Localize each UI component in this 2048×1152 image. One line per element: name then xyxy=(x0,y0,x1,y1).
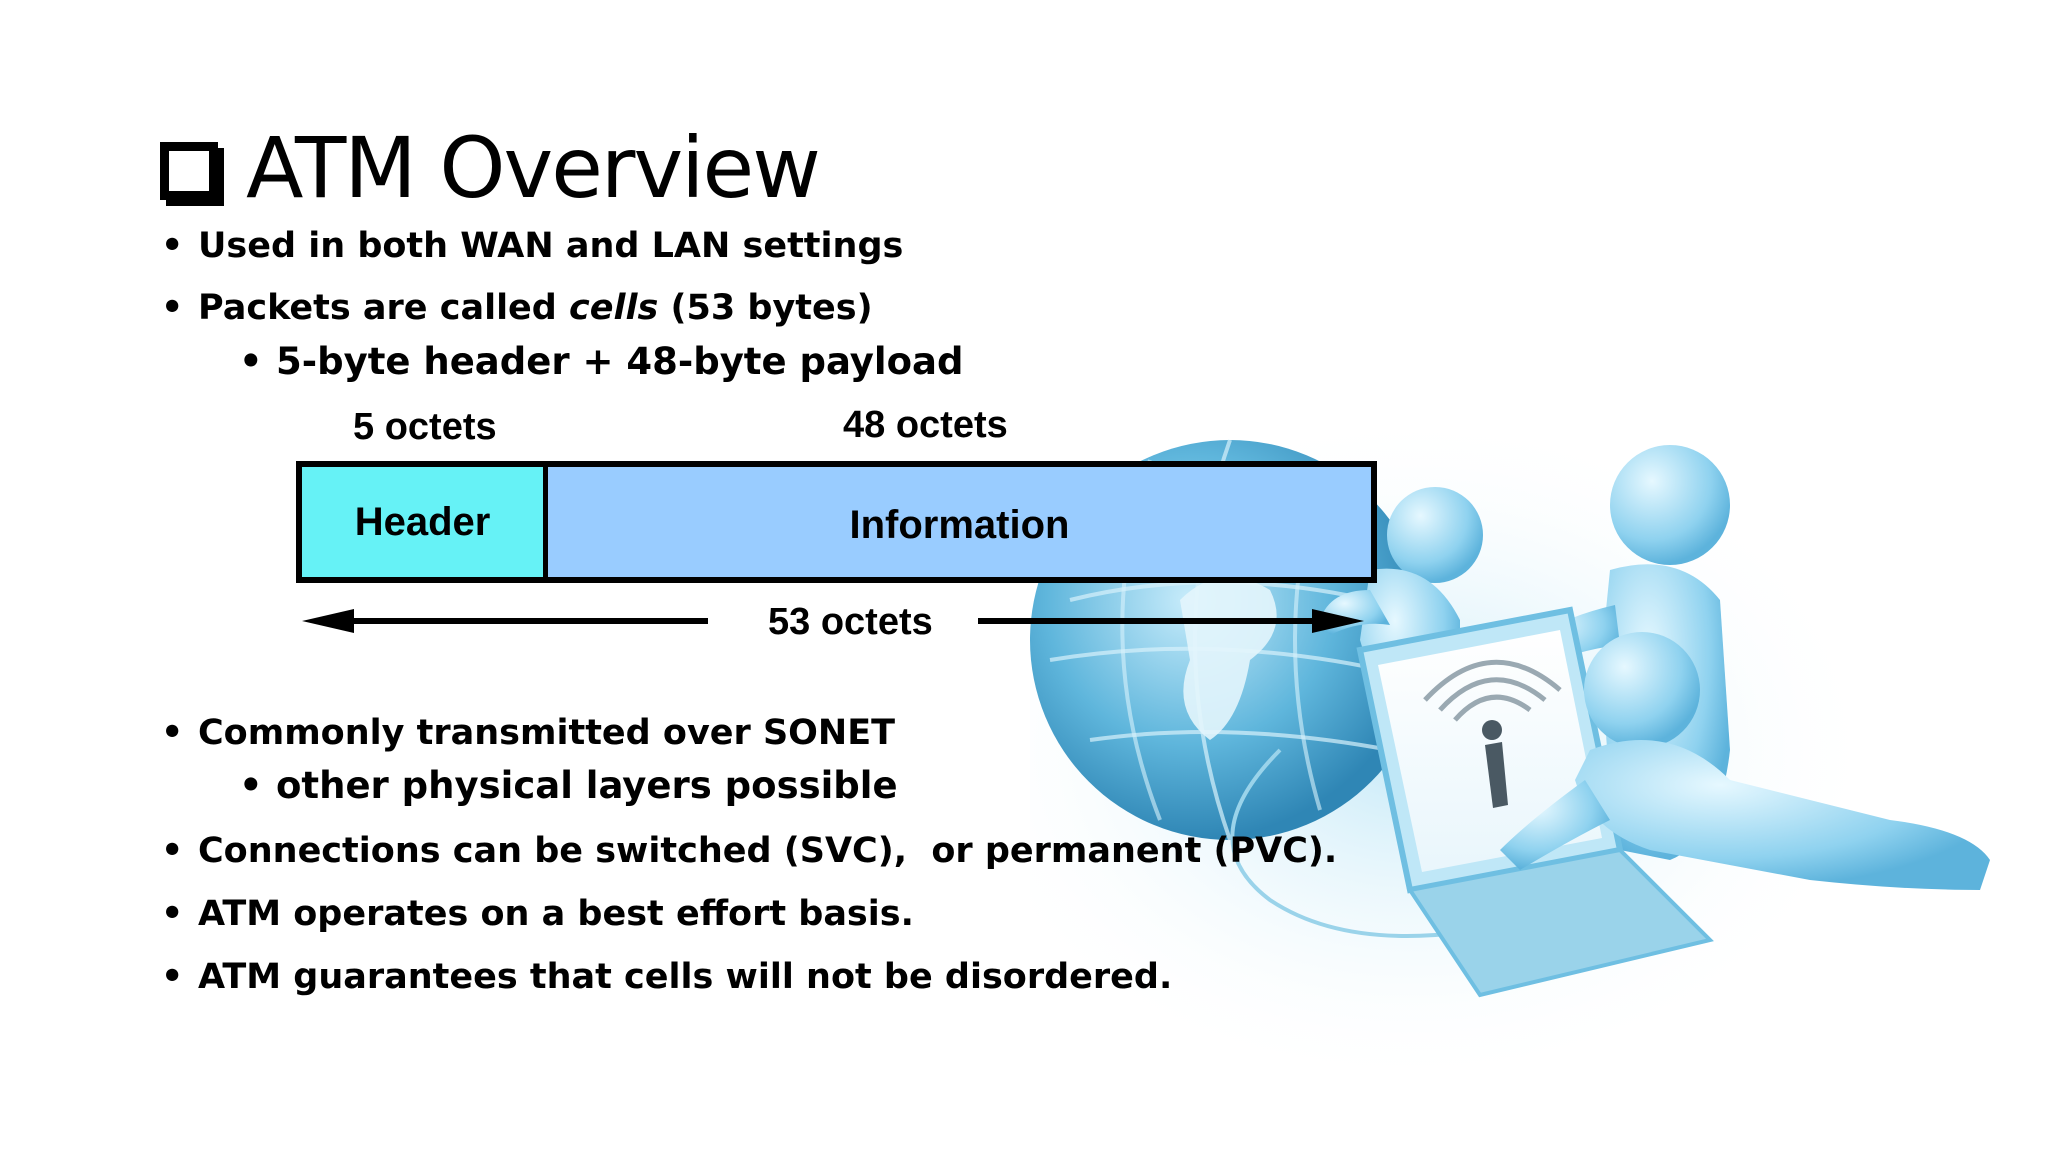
bullet-dot-icon: • xyxy=(161,957,184,997)
bullet-dot-icon: • xyxy=(161,831,184,871)
bullet-dot-icon: • xyxy=(161,288,184,328)
broadcast-signal-icon xyxy=(1423,659,1562,722)
left-arrow-icon xyxy=(302,609,708,633)
bullet-connections: • Connections can be switched (SVC), or … xyxy=(161,830,1338,872)
bullet-text-prefix: Packets are called xyxy=(198,288,570,328)
bullet-text: Connections can be switched (SVC), or pe… xyxy=(198,831,1338,871)
bullet-dot-icon: • xyxy=(239,340,263,383)
atm-cell-diagram: Header Information xyxy=(296,461,1377,583)
cell-header-label: Header xyxy=(354,499,491,544)
bullet-text-cells: cells xyxy=(569,288,659,328)
person-figure-lying xyxy=(1500,632,1990,890)
bullet-wan-lan: • Used in both WAN and LAN settings xyxy=(161,225,904,267)
total-size-label: 53 octets xyxy=(768,601,933,643)
bullet-best-effort: • ATM operates on a best effort basis. xyxy=(161,893,914,935)
bullet-text-suffix: (53 bytes) xyxy=(658,288,873,328)
bullet-text: other physical layers possible xyxy=(276,764,898,807)
bullet-text: Commonly transmitted over SONET xyxy=(198,713,895,753)
bullet-sonet: • Commonly transmitted over SONET xyxy=(161,712,895,754)
bullet-cells: • Packets are called cells (53 bytes) xyxy=(161,287,873,329)
bullet-dot-icon: • xyxy=(161,894,184,934)
bullet-text: ATM guarantees that cells will not be di… xyxy=(198,957,1173,997)
total-size-arrows xyxy=(302,609,1364,633)
info-size-label: 48 octets xyxy=(843,404,1008,446)
bullet-ordering: • ATM guarantees that cells will not be … xyxy=(161,956,1173,998)
checkbox-square-icon xyxy=(160,142,218,200)
bullet-text: 5-byte header + 48-byte payload xyxy=(276,340,964,383)
sub-bullet-physical-layers: • other physical layers possible xyxy=(239,764,898,808)
slide-title: ATM Overview xyxy=(160,118,821,218)
bullet-dot-icon: • xyxy=(161,713,184,753)
title-text: ATM Overview xyxy=(246,119,821,217)
bullet-dot-icon: • xyxy=(161,226,184,266)
bullet-text: Used in both WAN and LAN settings xyxy=(198,226,904,266)
cell-header-field: Header xyxy=(302,467,548,577)
header-size-label: 5 octets xyxy=(353,406,497,448)
sub-bullet-header-payload: • 5-byte header + 48-byte payload xyxy=(239,340,964,384)
cell-information-field: Information xyxy=(548,467,1371,577)
cell-information-label: Information xyxy=(849,502,1070,547)
bullet-text: ATM operates on a best effort basis. xyxy=(198,894,914,934)
right-arrow-icon xyxy=(978,609,1364,633)
bullet-dot-icon: • xyxy=(239,764,263,807)
